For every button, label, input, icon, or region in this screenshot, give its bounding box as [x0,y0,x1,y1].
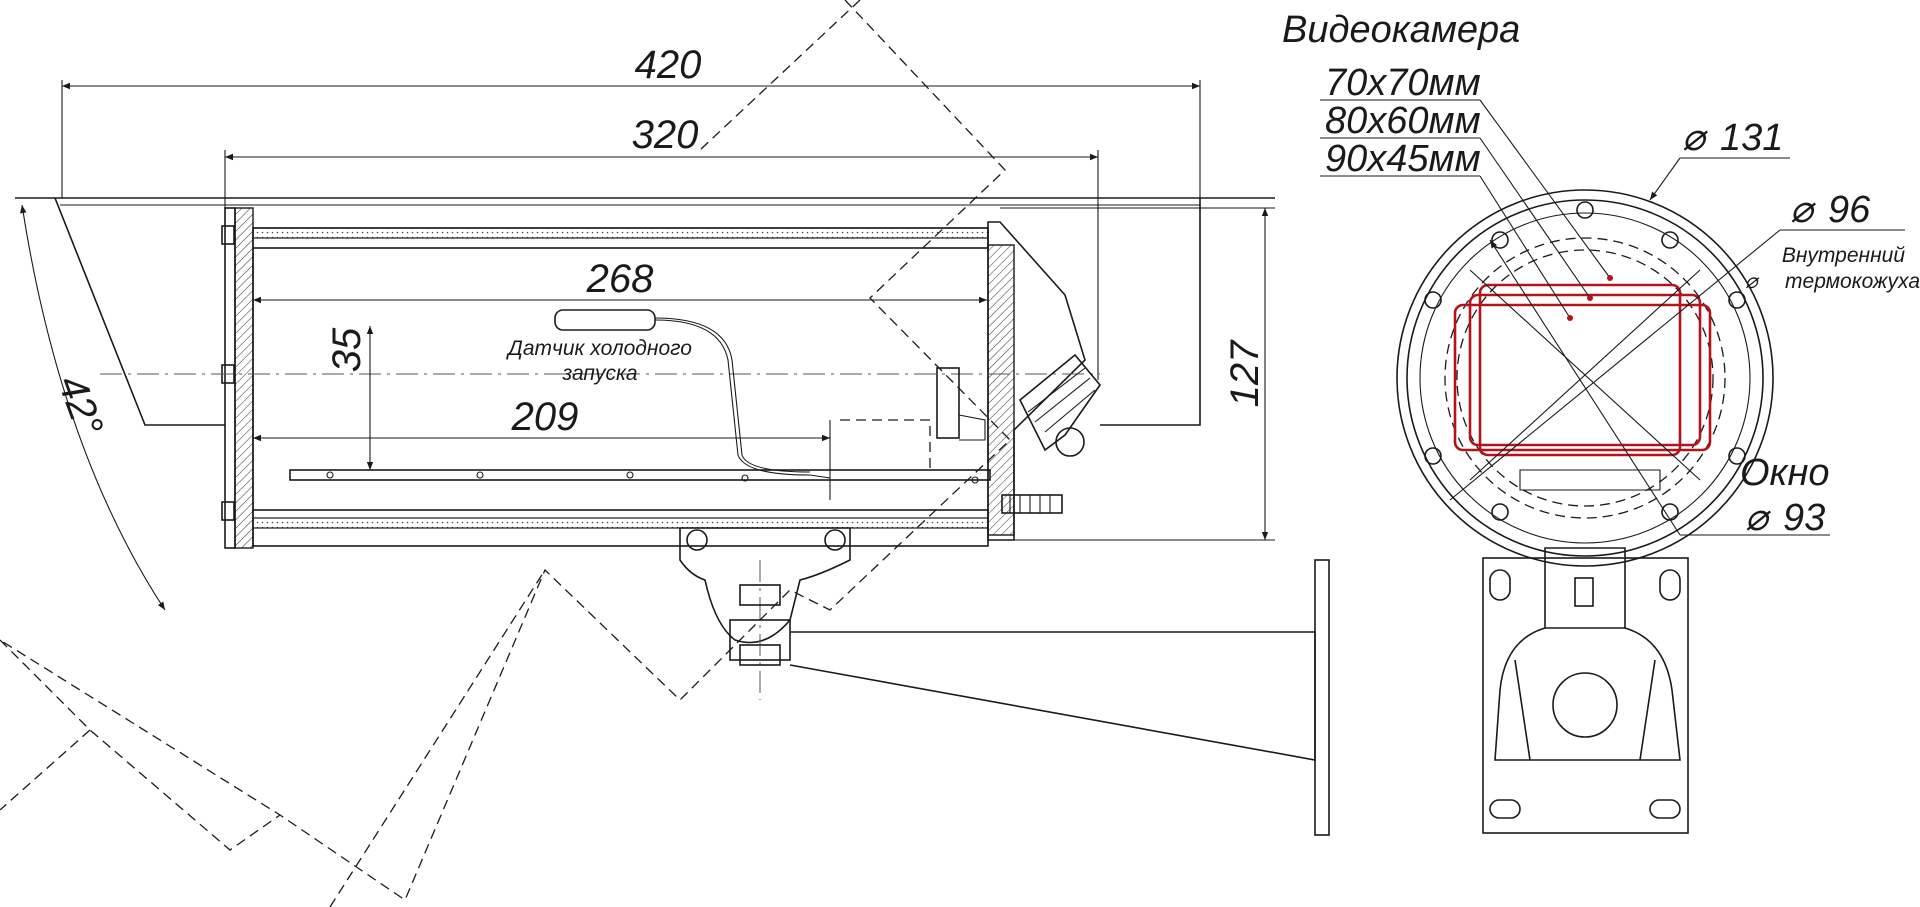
inner-diameter-value: 96 [1828,189,1871,231]
dimension-420: 420 [61,43,1201,198]
wall-arm [789,559,1330,836]
front-bracket [1482,547,1689,834]
sensor-label-line2: запуска [561,362,637,385]
window-diameter-93: Окно ⌀ 93 [1489,239,1830,539]
inner-diameter-symbol: ⌀ [1790,189,1816,231]
camera-size-1: 70х70мм [1325,62,1481,104]
dimension-127: 127 [1000,207,1275,541]
sensor-label-line1: Датчик холодного [506,337,692,360]
cold-start-sensor: Датчик холодного запуска [506,309,831,479]
wall-plate [1482,557,1689,834]
housing-body [221,207,1086,549]
window-diameter-symbol: ⌀ [1745,497,1771,539]
camera-plate [289,469,991,484]
diameter-96: ⌀ 96 Внутренний ⌀ термокожуха [1449,189,1920,501]
tilt-envelope-lower [0,569,546,907]
diameter-131: ⌀ 131 [1649,117,1790,201]
camera-outlines [1453,283,1712,457]
dim-plate-offset: 35 [325,327,369,372]
dimension-268: 268 [253,257,987,304]
outer-diameter-symbol: ⌀ [1682,117,1708,159]
angle-label: 42° [49,370,111,442]
dimension-35: 35 [325,326,374,470]
dimension-209: 209 [253,395,831,500]
window-title: Окно [1740,452,1830,494]
cable-gland [1001,353,1102,514]
dim-height: 127 [1223,339,1267,407]
window-diameter-value: 93 [1783,497,1825,539]
flange-bolts [1424,201,1746,521]
outer-flange [1396,189,1774,567]
angle-42: 42° [20,204,166,611]
heater-bracket [840,367,986,470]
dim-housing-length: 320 [632,113,699,157]
outer-diameter-value: 131 [1720,117,1783,159]
tilt-envelope-outline [0,0,1011,901]
camera-size-3: 90х45мм [1325,138,1481,180]
inner-caption-line1: Внутренний [1782,244,1905,267]
mount-joint [679,527,851,700]
camera-title: Видеокамера [1282,9,1520,51]
dim-inner-length: 268 [586,257,654,301]
side-view: 420 320 [0,0,1330,907]
front-view: Видеокамера 70х70мм 80х60мм 90х45мм ⌀ 13… [1282,9,1920,834]
dim-total-length: 420 [635,43,702,87]
dim-plate-length: 209 [511,395,579,439]
camera-size-2: 80х60мм [1325,100,1481,142]
inner-diameter-symbol-small: ⌀ [1745,270,1760,293]
dimension-320: 320 [224,113,1099,380]
inner-caption-line2: термокожуха [1785,270,1920,293]
camera-leaders [1320,99,1613,321]
